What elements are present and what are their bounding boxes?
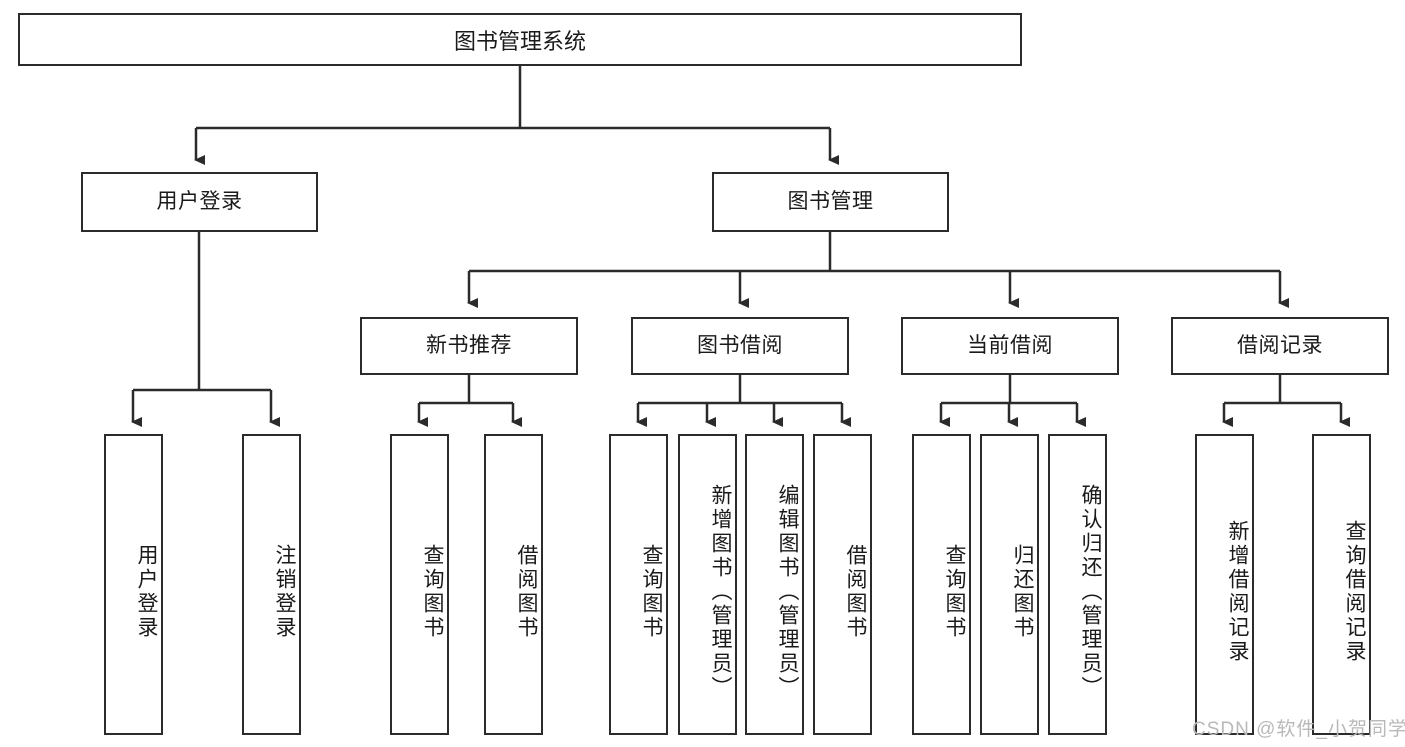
node-label: 借阅图书 [515, 543, 538, 640]
csdn-watermark: CSDN @软件_小贺同学 [1192, 719, 1405, 740]
node-label: 查询图书 [421, 543, 444, 640]
leaf-query-book-current[interactable]: 查询图书 [912, 434, 971, 735]
node-current-borrow[interactable]: 当前借阅 [901, 317, 1119, 375]
node-label: 归还图书 [1011, 543, 1034, 640]
node-label: 用户登录 [135, 543, 158, 640]
leaf-query-borrow-record[interactable]: 查询借阅记录 [1312, 434, 1371, 735]
leaf-return-book[interactable]: 归还图书 [980, 434, 1039, 735]
leaf-add-book-admin[interactable]: 新增图书（管理员） [678, 434, 737, 735]
node-label: 新增借阅记录 [1226, 519, 1249, 664]
node-user-login[interactable]: 用户登录 [81, 172, 318, 232]
node-label: 查询图书 [640, 543, 663, 640]
node-borrow-records[interactable]: 借阅记录 [1171, 317, 1389, 375]
node-root-library-system[interactable]: 图书管理系统 [18, 13, 1022, 66]
node-label: 查询图书 [943, 543, 966, 640]
node-label: 图书管理系统 [453, 28, 586, 54]
node-label: 借阅图书 [844, 543, 867, 640]
node-label: 借阅记录 [1237, 334, 1323, 358]
leaf-add-borrow-record[interactable]: 新增借阅记录 [1195, 434, 1254, 735]
leaf-confirm-return-admin[interactable]: 确认归还（管理员） [1048, 434, 1107, 735]
node-label: 当前借阅 [967, 334, 1053, 358]
node-label: 新书推荐 [426, 334, 512, 358]
node-label: 新增图书（管理员） [709, 483, 732, 700]
leaf-user-login[interactable]: 用户登录 [104, 434, 163, 735]
leaf-query-book-borrow[interactable]: 查询图书 [609, 434, 668, 735]
node-label: 编辑图书（管理员） [776, 483, 799, 700]
leaf-borrow-book[interactable]: 借阅图书 [813, 434, 872, 735]
node-book-borrow[interactable]: 图书借阅 [631, 317, 849, 375]
node-label: 图书管理 [787, 190, 874, 214]
node-label: 注销登录 [273, 543, 296, 640]
node-label: 图书借阅 [697, 334, 783, 358]
leaf-logout[interactable]: 注销登录 [242, 434, 301, 735]
node-label: 确认归还（管理员） [1079, 483, 1102, 700]
node-new-book-recommendation[interactable]: 新书推荐 [360, 317, 578, 375]
node-label: 用户登录 [156, 190, 243, 214]
leaf-edit-book-admin[interactable]: 编辑图书（管理员） [745, 434, 804, 735]
node-label: 查询借阅记录 [1343, 519, 1366, 664]
leaf-borrow-book-rec[interactable]: 借阅图书 [484, 434, 543, 735]
leaf-query-book-rec[interactable]: 查询图书 [390, 434, 449, 735]
node-book-management[interactable]: 图书管理 [712, 172, 949, 232]
